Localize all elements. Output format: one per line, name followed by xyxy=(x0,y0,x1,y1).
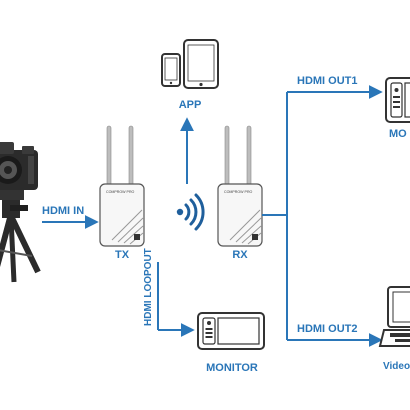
rx-receiver: COMPROW PRO xyxy=(217,125,263,247)
laptop-icon xyxy=(378,286,410,347)
camera-on-tripod-icon xyxy=(0,142,41,283)
phone-icon xyxy=(161,53,181,87)
hdmi-in-label: HDMI IN xyxy=(42,205,84,217)
monitor-icon xyxy=(385,77,410,123)
rx-brand-label: COMPROW PRO xyxy=(224,190,253,194)
hdmi-out1-label: HDMI OUT1 xyxy=(297,75,358,87)
monitor-icon xyxy=(197,312,265,350)
monitor-bottom-label: MONITOR xyxy=(206,362,258,374)
hdmi-loopout-label: HDMI LOOPOUT xyxy=(143,248,154,326)
wireless-signal-icon xyxy=(176,193,205,231)
tx-label: TX xyxy=(115,249,130,261)
tablet-icon xyxy=(183,39,219,89)
monitor-top-label: MO xyxy=(389,128,407,140)
tx-transmitter: COMPROW PRO xyxy=(99,125,145,247)
rx-label: RX xyxy=(232,249,248,261)
app-label: APP xyxy=(179,99,202,111)
tx-brand-label: COMPROW PRO xyxy=(106,190,135,194)
video-bottom-label: Video xyxy=(383,361,410,372)
hdmi-out2-label: HDMI OUT2 xyxy=(297,323,358,335)
